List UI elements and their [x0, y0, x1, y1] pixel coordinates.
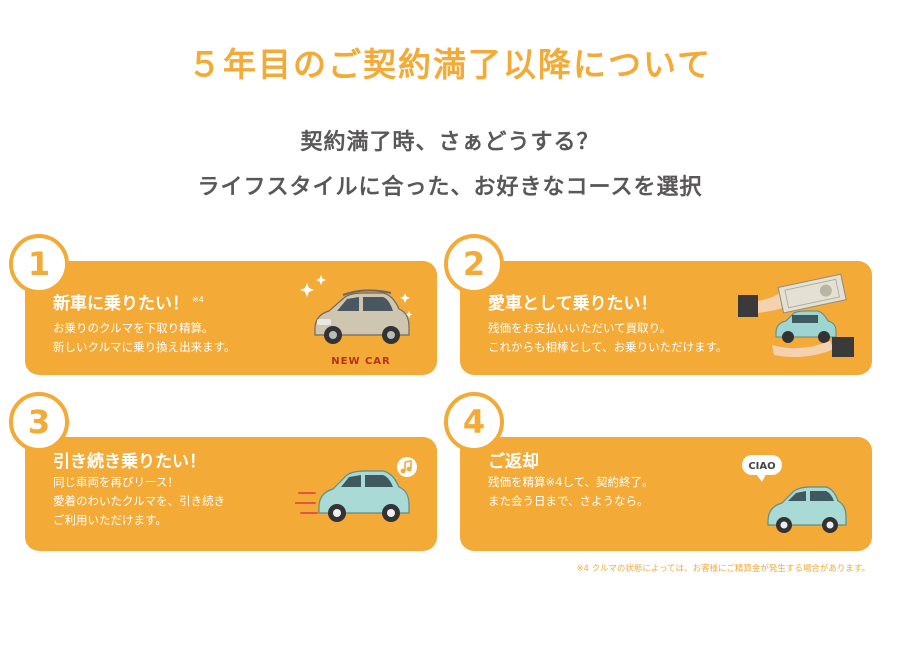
subheading-line-2: ライフスタイルに合った、お好きなコースを選択	[197, 175, 703, 200]
description-line: これからも相棒として、お乗りいただけます。	[488, 340, 728, 354]
course-card-buy-out: 愛車として乗りたい！ 残価をお支払いいただいて買取り。 これからも相棒として、お…	[460, 261, 872, 375]
description-line: 残価を精算※4して、契約終了。	[488, 475, 654, 489]
new-car-label: NEW CAR	[331, 356, 391, 367]
course-title: 引き続き乗りたい！	[53, 452, 206, 472]
note-mark: ※4	[192, 295, 204, 305]
course-title: 愛車として乗りたい！	[488, 294, 658, 314]
course-title: ご返却	[488, 452, 539, 472]
description-line: 愛着のわいたクルマを、引き続き	[53, 494, 226, 508]
course-number-badge: 2	[444, 234, 504, 294]
course-number-badge: 3	[9, 392, 69, 452]
return-car-illustration-icon: CIAO	[742, 455, 847, 533]
description-line: 残価をお支払いいただいて買取り。	[488, 321, 672, 335]
course-number-badge: 1	[9, 234, 69, 294]
course-description: 残価をお支払いいただいて買取り。 これからも相棒として、お乗りいただけます。	[488, 319, 727, 357]
course-description: 同じ車両を再びリース！ 愛着のわいたクルマを、引き続き ご利用いただけます。	[53, 473, 225, 530]
course-card-new-car: 新車に乗りたい！※4 お乗りのクルマを下取り精算。 新しいクルマに乗り換え出来ま…	[25, 261, 437, 375]
ciao-label: CIAO	[748, 461, 775, 472]
course-title: 新車に乗りたい！※4	[53, 294, 204, 314]
description-line: お乗りのクルマを下取り精算。	[53, 321, 214, 335]
description-line: ご利用いただけます。	[53, 513, 167, 527]
course-number-badge: 4	[444, 392, 504, 452]
driving-car-illustration-icon	[295, 457, 417, 522]
course-description: お乗りのクルマを下取り精算。 新しいクルマに乗り換え出来ます。	[53, 319, 236, 357]
subheading-line-1: 契約満了時、さぁどうする？	[300, 130, 600, 155]
new-car-illustration-icon: NEW CAR	[300, 275, 413, 367]
description-line: また会う日まで、さようなら。	[488, 494, 649, 508]
description-line: 新しいクルマに乗り換え出来ます。	[53, 340, 236, 354]
page-title: ５年目のご契約満了以降について	[187, 45, 712, 84]
footnote: ※4 クルマの状態によっては、お客様にご精算金が発生する場合があります。	[576, 564, 870, 574]
course-card-return: ご返却 残価を精算※4して、契約終了。 また会う日まで、さようなら。 CIAO	[460, 437, 872, 551]
description-line: 同じ車両を再びリース！	[53, 475, 179, 489]
money-exchange-illustration-icon	[738, 273, 854, 357]
course-card-re-lease: 引き続き乗りたい！ 同じ車両を再びリース！ 愛着のわいたクルマを、引き続き ご利…	[25, 437, 437, 551]
course-description: 残価を精算※4して、契約終了。 また会う日まで、さようなら。	[488, 473, 654, 511]
